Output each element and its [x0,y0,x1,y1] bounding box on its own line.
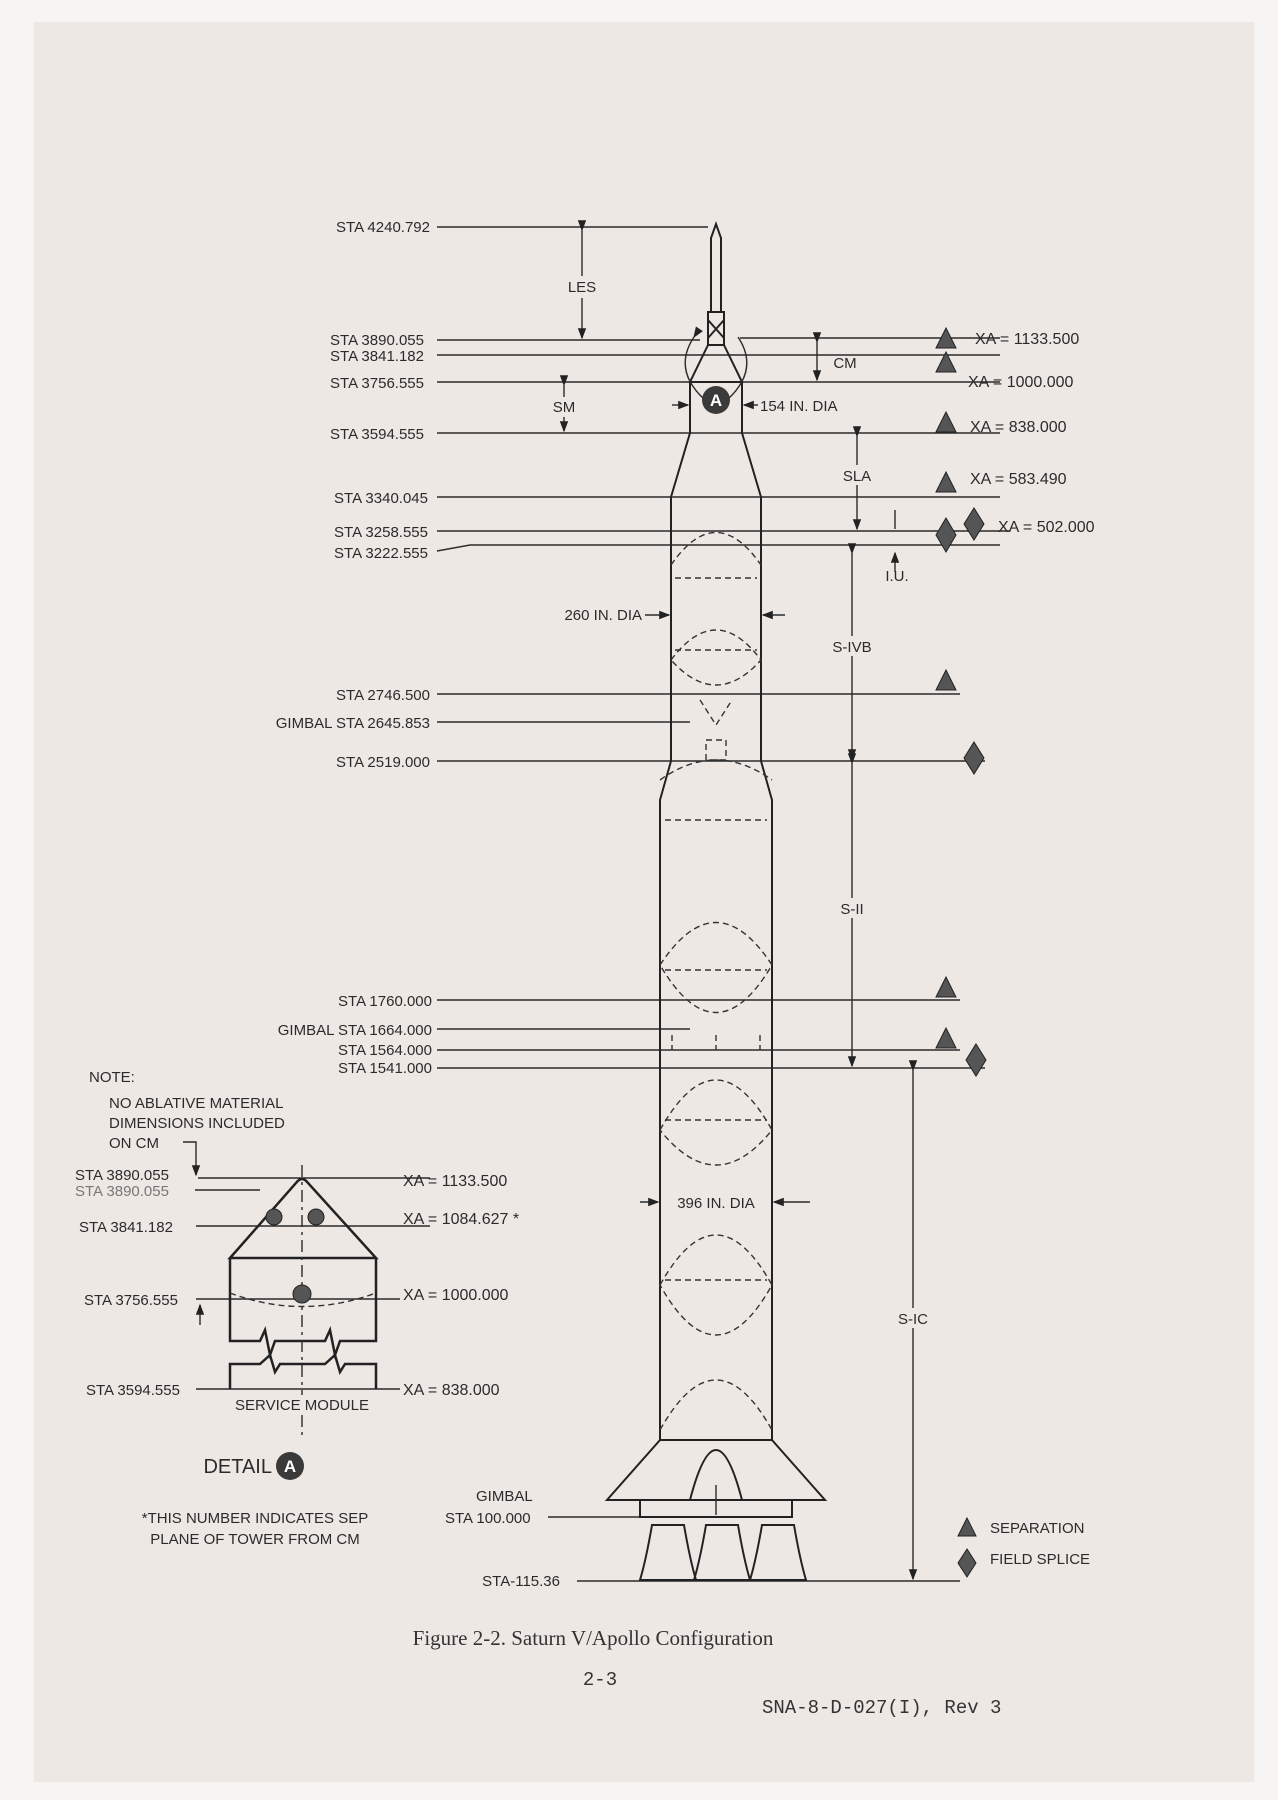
separation-markers [935,326,957,1049]
les-label: LES [568,279,596,296]
station-label: STA 3340.045 [334,490,428,507]
xa-label: XA = 583.490 [970,471,1067,488]
station-label: STA 3890.055 [330,332,424,349]
footnote: PLANE OF TOWER FROM CM [150,1531,359,1548]
detail-xa: XA = 1133.500 [403,1173,507,1190]
station-labels: STA 4240.792 STA 3890.055 STA 3841.182 S… [276,219,560,1590]
station-label: STA-115.36 [482,1573,560,1590]
gimbal-label: GIMBAL [476,1488,533,1505]
xa-labels: XA = 1133.500 XA = 1000.000 XA = 838.000… [968,331,1095,536]
sm-label: SM [553,399,576,416]
xa-label: XA = 1000.000 [968,374,1074,391]
station-label: STA 4240.792 [336,219,430,236]
svg-text:NOTE:: NOTE: [89,1069,135,1086]
detail-station: STA 3594.555 [86,1382,180,1399]
detail-station: STA 3841.182 [79,1219,173,1236]
service-module-label: SERVICE MODULE [235,1397,369,1414]
station-label: STA 3756.555 [330,375,424,392]
saturn-v-rocket: A [604,221,828,1581]
cm-label: CM [833,355,856,372]
xa-label: XA = 838.000 [970,419,1067,436]
legend-field-splice: FIELD SPLICE [990,1551,1090,1568]
sii-label: S-II [840,901,863,918]
station-label: STA 3841.182 [330,348,424,365]
station-label: STA 2519.000 [336,754,430,771]
svg-text:A: A [284,1457,296,1476]
legend: SEPARATION FIELD SPLICE [957,1516,1090,1578]
document-id: SNA-8-D-027(I), Rev 3 [762,1697,1001,1719]
station-label: STA 3594.555 [330,426,424,443]
legend-separation: SEPARATION [990,1520,1084,1537]
station-label: STA 1541.000 [338,1060,432,1077]
xa-label: XA = 1133.500 [975,331,1079,348]
page-number: 2-3 [583,1669,617,1691]
diameter-label: 396 IN. DIA [677,1195,755,1212]
section-labels: LES CM SM SLA I.U. S-IVB S-II S-IC 154 I… [550,276,933,1328]
note: NOTE: NO ABLATIVE MATERIAL DIMENSIONS IN… [89,1069,285,1177]
detail-xa: XA = 1084.627 * [403,1211,519,1228]
detail-a-marker: A [702,386,730,414]
figure-caption: Figure 2-2. Saturn V/Apollo Configuratio… [413,1626,774,1650]
sic-label: S-IC [898,1311,928,1328]
station-lines [436,226,1010,1582]
diameter-label: 260 IN. DIA [564,607,642,624]
station-label: GIMBAL STA 2645.853 [276,715,430,732]
paper-sheet [34,22,1254,1782]
xa-label: XA = 502.000 [998,519,1095,536]
svg-text:DIMENSIONS INCLUDED: DIMENSIONS INCLUDED [109,1115,285,1132]
detail-xa: XA = 1000.000 [403,1287,509,1304]
sla-label: SLA [843,468,871,485]
detail-title: DETAIL [203,1456,272,1478]
svg-text:NO ABLATIVE MATERIAL: NO ABLATIVE MATERIAL [109,1095,284,1112]
detail-station: STA 3890.055 [75,1167,169,1184]
station-label: STA 1760.000 [338,993,432,1010]
iu-label: I.U. [885,568,908,585]
detail-station: STA 3756.555 [84,1292,178,1309]
station-label: GIMBAL STA 1664.000 [278,1022,432,1039]
diameter-label: 154 IN. DIA [760,398,838,415]
sivb-label: S-IVB [832,639,871,656]
field-splice-markers [935,507,987,1077]
svg-text:ON CM: ON CM [109,1135,159,1152]
gimbal-station-label: STA 100.000 [445,1510,531,1527]
station-label: STA 2746.500 [336,687,430,704]
svg-text:A: A [710,391,722,410]
detail-xa: XA = 838.000 [403,1382,500,1399]
footnote: *THIS NUMBER INDICATES SEP [142,1510,368,1527]
station-label: STA 3222.555 [334,545,428,562]
station-label: STA 1564.000 [338,1042,432,1059]
detail-a: STA 3890.055 STA 3890.055 STA 3841.182 S… [75,1165,519,1548]
detail-station: STA 3890.055 [75,1183,169,1200]
station-label: STA 3258.555 [334,524,428,541]
